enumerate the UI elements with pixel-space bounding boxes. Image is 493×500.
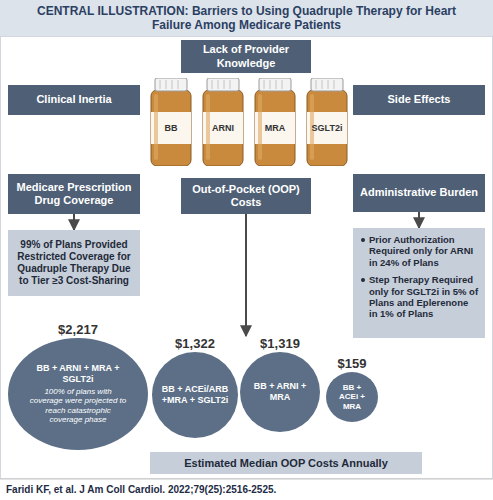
box-content: Administrative Burden xyxy=(360,186,478,199)
box-content: Out-of-Pocket (OOP) Costs xyxy=(186,183,306,209)
summary-band: Estimated Median OOP Costs Annually xyxy=(150,452,422,474)
box-label: Clinical Inertia xyxy=(36,93,111,106)
box-label: Estimated Median OOP Costs Annually xyxy=(184,457,388,469)
bottle-drawing xyxy=(304,78,350,166)
box-content: Lack of Provider Knowledge xyxy=(186,43,306,69)
bottle-drawing xyxy=(148,78,194,166)
circle-shape: BB + ARNI + MRA + SGLT2i100% of plans wi… xyxy=(8,338,148,450)
box-content: Medicare Prescription Drug Coverage xyxy=(13,181,135,207)
detail-box: Prior Authorization Required only for AR… xyxy=(353,228,485,338)
barrier-box: Clinical Inertia xyxy=(8,85,140,115)
pill-bottle: ARNI xyxy=(200,78,246,166)
box-content: Estimated Median OOP Costs Annually xyxy=(184,457,388,469)
box-label: Side Effects xyxy=(388,93,451,106)
circle-shape: BB + ARNI + MRA xyxy=(240,352,320,432)
box-label: Administrative Burden xyxy=(360,186,478,199)
box-content: Side Effects xyxy=(388,93,451,106)
drug-combination: BB + ACEi + MRA xyxy=(333,383,371,412)
bullet-dot xyxy=(361,238,365,242)
barrier-box: Administrative Burden xyxy=(353,174,485,212)
detail-box: 99% of Plans Provided Restricted Coverag… xyxy=(8,230,140,296)
title-band xyxy=(0,0,493,36)
caption-rule xyxy=(0,479,493,480)
box-content: Clinical Inertia xyxy=(36,93,111,106)
bottle-label: SGLT2i xyxy=(307,112,347,144)
circle-shape: BB + ACEi + MRA xyxy=(326,372,378,422)
bullet-item: Prior Authorization Required only for AR… xyxy=(359,234,479,268)
barrier-box: Out-of-Pocket (OOP) Costs xyxy=(181,178,311,214)
bottle-label: MRA xyxy=(255,112,295,144)
drug-combination: BB + ARNI + MRA + SGLT2i xyxy=(28,363,128,385)
cost-circle: $2,217 BB + ARNI + MRA + SGLT2i100% of pl… xyxy=(8,322,148,450)
cost-amount: $1,319 xyxy=(240,336,320,352)
caption-text: Faridi KF, et al. J Am Coll Cardiol. 202… xyxy=(6,484,276,495)
circle-text: BB + ARNI + MRA xyxy=(249,381,311,403)
bullet-text: Step Therapy Required only for SGLT2i in… xyxy=(369,274,479,320)
title-text: CENTRAL ILLUSTRATION: Barriers to Using … xyxy=(0,0,493,36)
bullet-dot xyxy=(361,278,365,282)
cost-circle: $159 BB + ACEi + MRA xyxy=(326,356,378,422)
bullet-text: Prior Authorization Required only for AR… xyxy=(369,234,479,268)
barrier-box: Side Effects xyxy=(353,85,485,115)
box-label: Out-of-Pocket (OOP) Costs xyxy=(186,183,306,209)
bottle-label: ARNI xyxy=(203,112,243,144)
arrow-connector xyxy=(245,214,247,336)
panel-border xyxy=(1,37,493,479)
bottle-drawing xyxy=(252,78,298,166)
box-label: 99% of Plans Provided Restricted Coverag… xyxy=(13,239,135,287)
bottle-drawing xyxy=(200,78,246,166)
box-label: Lack of Provider Knowledge xyxy=(186,43,306,69)
bottle-label: BB xyxy=(151,112,191,144)
cost-amount: $159 xyxy=(326,356,378,372)
circle-text: BB + ARNI + MRA + SGLT2i100% of plans wi… xyxy=(28,363,128,425)
cost-circle: $1,322 BB + ACEi/ARB +MRA + SGLT2i xyxy=(152,336,238,438)
box-content: 99% of Plans Provided Restricted Coverag… xyxy=(13,239,135,287)
pill-bottle: SGLT2i xyxy=(304,78,350,166)
cost-amount: $1,322 xyxy=(152,336,238,352)
barrier-box: Lack of Provider Knowledge xyxy=(181,40,311,73)
box-label: Medicare Prescription Drug Coverage xyxy=(13,181,135,207)
arrow-connector xyxy=(418,212,420,228)
pill-bottle: BB xyxy=(148,78,194,166)
cost-amount: $2,217 xyxy=(8,322,148,338)
barrier-box: Medicare Prescription Drug Coverage xyxy=(8,174,140,214)
circle-shape: BB + ACEi/ARB +MRA + SGLT2i xyxy=(152,352,238,438)
pill-bottle: MRA xyxy=(252,78,298,166)
drug-combination: BB + ACEi/ARB +MRA + SGLT2i xyxy=(160,384,230,406)
cost-circle: $1,319 BB + ARNI + MRA xyxy=(240,336,320,432)
arrow-connector xyxy=(73,214,75,230)
circle-text: BB + ACEi + MRA xyxy=(333,383,371,412)
bullet-item: Step Therapy Required only for SGLT2i in… xyxy=(359,274,479,320)
coverage-note: 100% of plans with coverage were project… xyxy=(28,387,128,425)
drug-combination: BB + ARNI + MRA xyxy=(249,381,311,403)
circle-text: BB + ACEi/ARB +MRA + SGLT2i xyxy=(160,384,230,406)
